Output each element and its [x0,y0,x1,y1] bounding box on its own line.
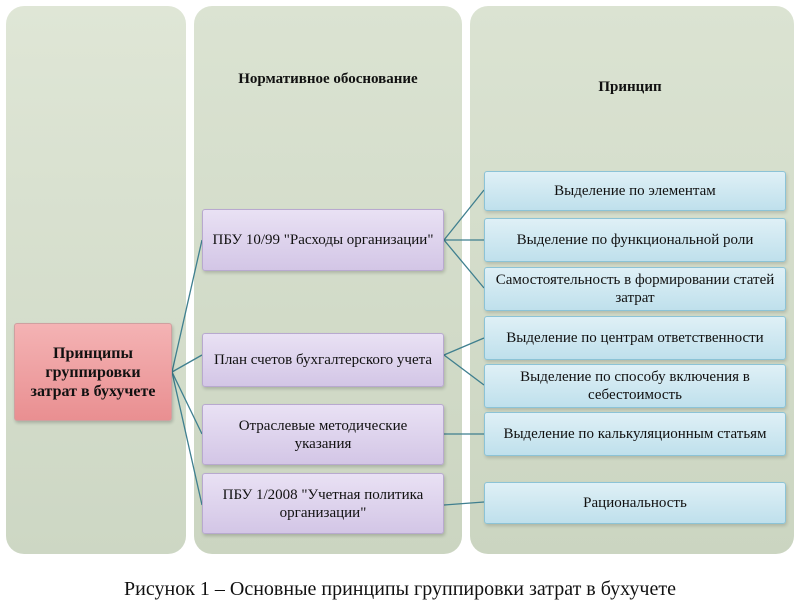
connector-s4-p7 [443,501,485,506]
source-node-chart-of-accounts: План счетов бухгалтерского учета [202,333,444,387]
connector-root-source-2 [171,354,203,373]
principle-node-costing-items: Выделение по калькуляционным статьям [484,412,786,456]
principle-node-responsibility-centers: Выделение по центрам ответственности [484,316,786,360]
header-normative: Нормативное обоснование [238,71,418,87]
figure-caption: Рисунок 1 – Основные принципы группировк… [124,578,676,600]
connector-s1-p3 [443,239,485,289]
principle-node-cost-inclusion: Выделение по способу включения в себесто… [484,364,786,408]
connector-s2-p4 [443,337,485,356]
root-node: Принципы группировки затрат в бухучете [14,323,172,421]
source-node-industry-guidelines: Отраслевые методические указания [202,404,444,465]
connector-root-source-3 [171,371,203,435]
principle-node-functional-role: Выделение по функциональной роли [484,218,786,262]
source-node-pbu-1-2008: ПБУ 1/2008 "Учетная политика организации… [202,473,444,534]
principle-node-rationality: Рациональность [484,482,786,524]
connector-s2-p5 [443,354,485,386]
panel-root-column [6,6,186,554]
connector-s1-p1 [443,189,485,241]
header-principle: Принцип [598,79,662,95]
source-node-pbu-10-99: ПБУ 10/99 "Расходы организации" [202,209,444,271]
connector-root-source-4 [171,371,203,506]
connector-root-source-1 [171,239,203,373]
principle-node-elements: Выделение по элементам [484,171,786,211]
principle-node-independence: Самостоятельность в формировании статей … [484,267,786,311]
